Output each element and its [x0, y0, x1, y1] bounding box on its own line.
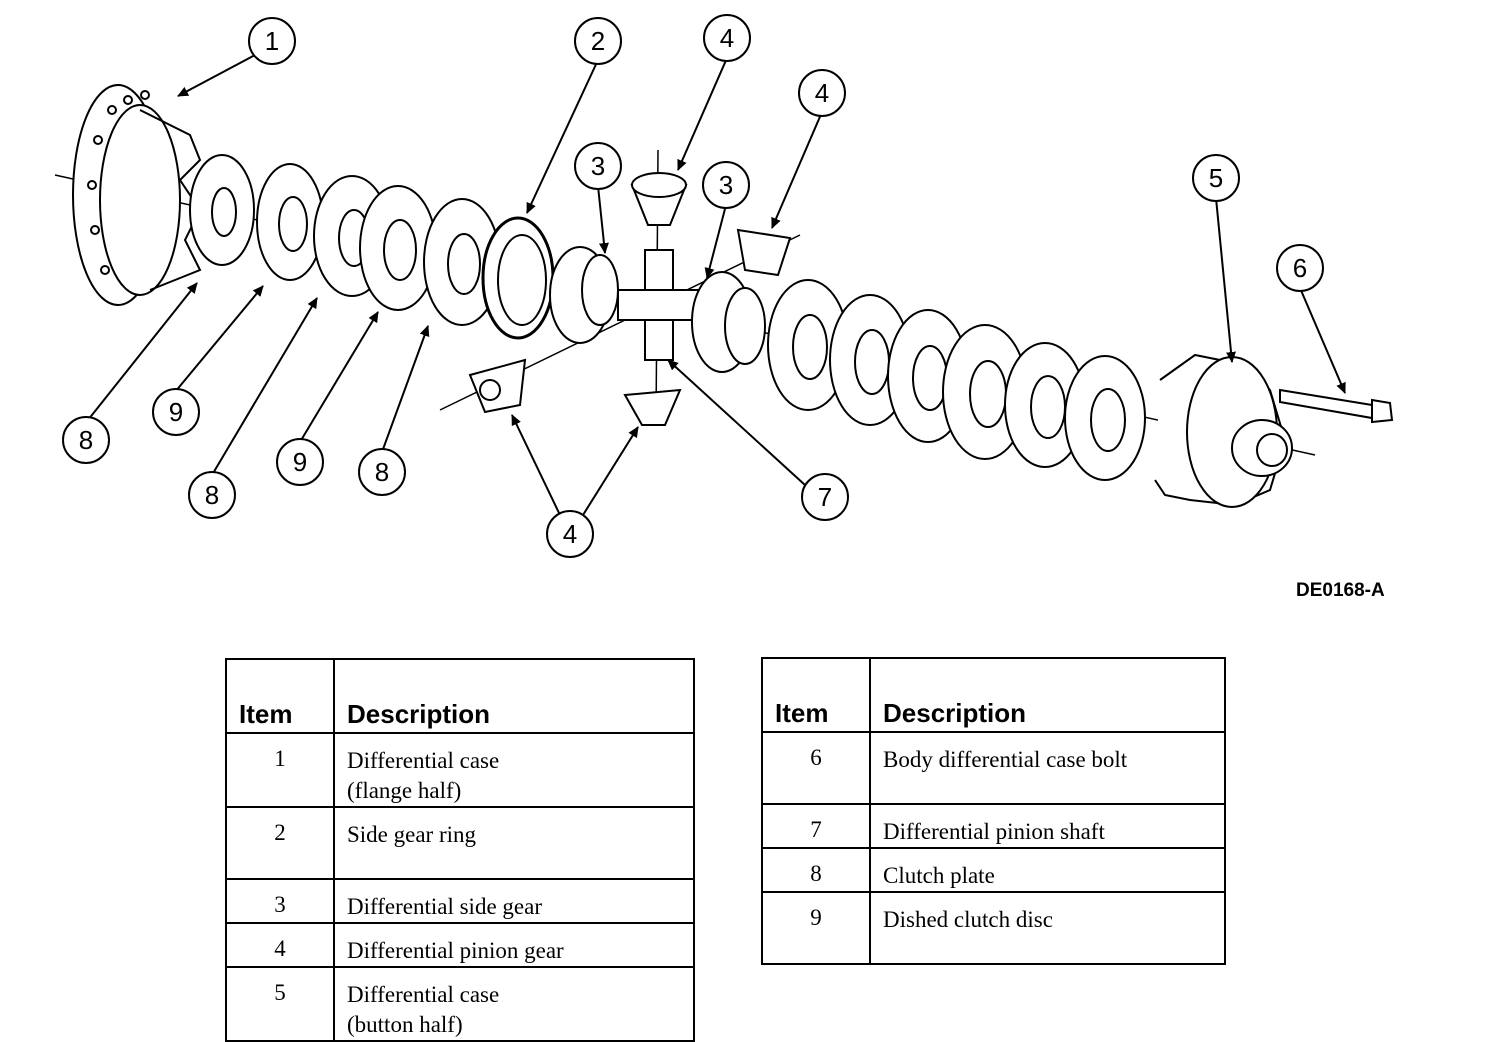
- side-gear-right: [691, 271, 766, 373]
- column-header-description: Description: [333, 658, 695, 734]
- description-line: Differential case: [347, 748, 500, 773]
- item-number: 3: [225, 878, 335, 924]
- parts-table-right: Item Description 6 Body differential case…: [761, 657, 1226, 965]
- pinion-shaft-cross: [617, 249, 699, 361]
- item-number: 2: [225, 806, 335, 880]
- column-header-item: Item: [761, 657, 871, 733]
- callout-label: 8: [205, 480, 219, 510]
- item-description: Differential side gear: [333, 878, 695, 924]
- callout-label: 9: [293, 447, 307, 477]
- exploded-view-diagram: 1 2 3 4 4 3 5 6 8 9 8 9 8 4 7: [54, 14, 1394, 558]
- callout-6: 6: [1276, 244, 1324, 292]
- callout-8: 8: [188, 471, 236, 519]
- description-line: (flange half): [347, 778, 462, 803]
- item-number: 1: [225, 732, 335, 808]
- clutch-pack-left: [189, 154, 501, 326]
- item-number: 4: [225, 922, 335, 968]
- description-line: Differential case: [347, 982, 500, 1007]
- table-row: 4 Differential pinion gear: [225, 922, 695, 968]
- column-header-item: Item: [225, 658, 335, 734]
- table-row: 3 Differential side gear: [225, 878, 695, 924]
- callout-5: 5: [1192, 154, 1240, 202]
- callout-label: 4: [563, 519, 577, 549]
- callout-3: 3: [574, 142, 622, 190]
- description-line: (button half): [347, 1012, 463, 1037]
- table-row: 9 Dished clutch disc: [761, 891, 1226, 965]
- side-gear-ring: [481, 216, 555, 340]
- callout-label: 4: [720, 23, 734, 53]
- table-row: 5 Differential case (button half): [225, 966, 695, 1042]
- clutch-pack-right: [767, 279, 1146, 481]
- item-number: 6: [761, 731, 871, 805]
- callout-label: 3: [591, 151, 605, 181]
- table-row: 2 Side gear ring: [225, 806, 695, 880]
- callout-9: 9: [152, 388, 200, 436]
- callout-label: 1: [265, 26, 279, 56]
- side-gear-left: [549, 246, 619, 344]
- case-bolt: [1279, 388, 1394, 424]
- callout-label: 5: [1209, 163, 1223, 193]
- callout-label: 8: [375, 457, 389, 487]
- callout-balloons: 1 2 3 4 4 3 5 6 8 9 8 9 8 4 7: [62, 14, 1324, 558]
- item-description: Side gear ring: [333, 806, 695, 880]
- item-description: Differential pinion gear: [333, 922, 695, 968]
- callout-4: 4: [703, 14, 751, 62]
- item-description: Differential pinion shaft: [869, 803, 1226, 849]
- description-line: Side gear ring: [347, 822, 477, 847]
- item-description: Differential case (button half): [333, 966, 695, 1042]
- callout-4: 4: [546, 510, 594, 558]
- leader-lines: [87, 54, 1346, 516]
- callout-4: 4: [798, 69, 846, 117]
- callout-label: 4: [815, 78, 829, 108]
- figure-id: DE0168-A: [1296, 580, 1385, 601]
- differential-case-button-half: [1154, 353, 1293, 508]
- callout-7: 7: [801, 473, 849, 521]
- item-number: 9: [761, 891, 871, 965]
- callout-2: 2: [574, 17, 622, 65]
- callout-label: 6: [1293, 253, 1307, 283]
- description-line: Dished clutch disc: [883, 907, 1053, 932]
- item-number: 8: [761, 847, 871, 893]
- description-line: Clutch plate: [883, 863, 995, 888]
- callout-1: 1: [248, 17, 296, 65]
- table-row: 7 Differential pinion shaft: [761, 803, 1226, 849]
- callout-3: 3: [702, 161, 750, 209]
- description-line: Differential pinion shaft: [883, 819, 1105, 844]
- description-line: Differential side gear: [347, 894, 542, 919]
- pinion-gear-top: [630, 172, 688, 226]
- table-row: 6 Body differential case bolt: [761, 731, 1226, 805]
- callout-label: 9: [169, 397, 183, 427]
- callout-8: 8: [62, 416, 110, 464]
- item-description: Dished clutch disc: [869, 891, 1226, 965]
- callout-label: 8: [79, 425, 93, 455]
- callout-8: 8: [358, 448, 406, 496]
- differential-case-flange-half: [72, 84, 202, 306]
- column-header-description: Description: [869, 657, 1226, 733]
- item-number: 5: [225, 966, 335, 1042]
- table-row: 1 Differential case (flange half): [225, 732, 695, 808]
- item-description: Body differential case bolt: [869, 731, 1226, 805]
- callout-9: 9: [276, 438, 324, 486]
- pinion-gear-bottom: [623, 388, 682, 426]
- item-description: Differential case (flange half): [333, 732, 695, 808]
- callout-label: 7: [818, 482, 832, 512]
- callout-label: 3: [719, 170, 733, 200]
- item-number: 7: [761, 803, 871, 849]
- description-line: Differential pinion gear: [347, 938, 564, 963]
- callout-label: 2: [591, 26, 605, 56]
- pinion-gear-left: [468, 358, 527, 414]
- description-line: Body differential case bolt: [883, 747, 1128, 772]
- table-row: 8 Clutch plate: [761, 847, 1226, 893]
- item-description: Clutch plate: [869, 847, 1226, 893]
- pinion-gear-right: [736, 228, 792, 277]
